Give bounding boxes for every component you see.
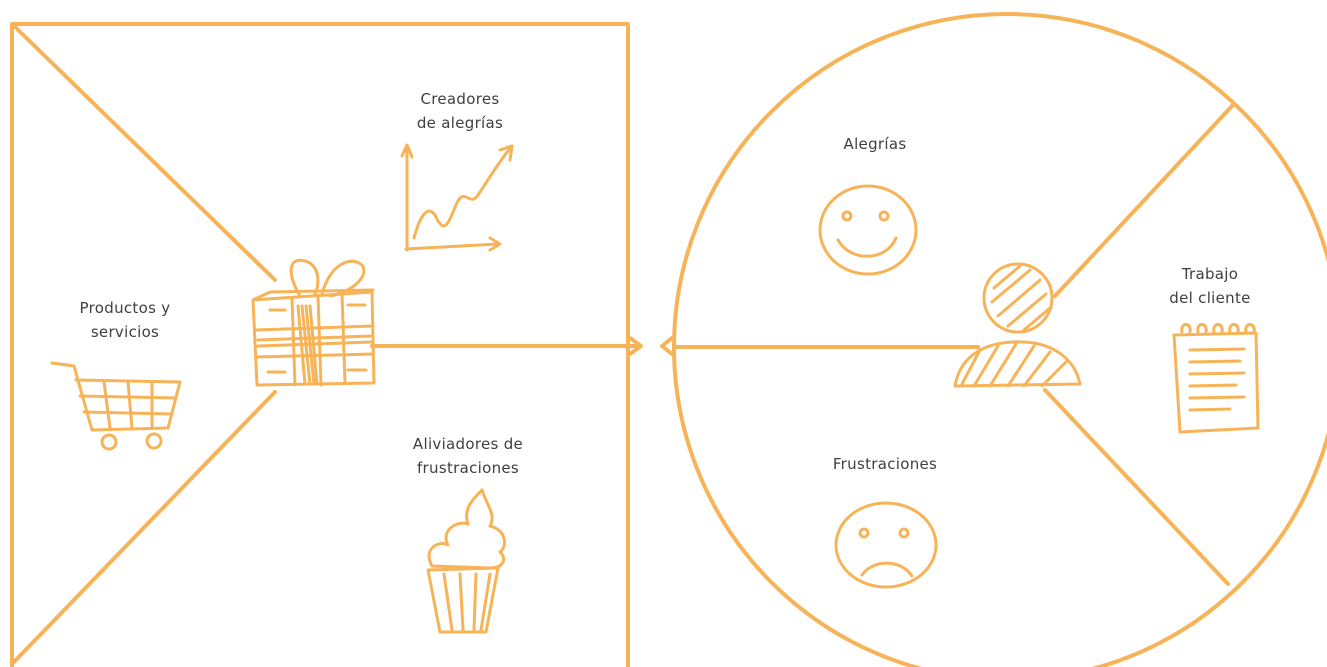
pain-relievers-label: Aliviadores de frustraciones: [388, 432, 548, 480]
gains-text: Alegrías: [843, 135, 907, 153]
customer-jobs-label: Trabajo del cliente: [1155, 262, 1265, 310]
pains-label: Frustraciones: [815, 452, 955, 476]
products-services-label: Productos y servicios: [60, 296, 190, 344]
growth-chart-icon: [400, 143, 514, 252]
products-services-line2: servicios: [90, 323, 160, 341]
value-map-square: [10, 22, 640, 667]
gain-creators-line1: Creadores: [420, 90, 500, 108]
gift-box-icon: [251, 258, 376, 387]
smiley-face-icon: [818, 184, 918, 276]
shopping-cart-icon: [50, 361, 182, 451]
cupcake-icon: [426, 488, 507, 634]
gain-creators-label: Creadores de alegrías: [395, 87, 525, 135]
products-services-line1: Productos y: [79, 299, 171, 317]
pains-text: Frustraciones: [832, 455, 938, 473]
pain-relievers-line2: frustraciones: [416, 459, 520, 477]
notepad-icon: [1172, 323, 1260, 434]
pain-relievers-line1: Aliviadores de: [412, 435, 524, 453]
double-arrow-icon: [628, 336, 674, 356]
customer-profile-circle: [672, 12, 1327, 667]
sad-face-icon: [834, 501, 938, 589]
customer-jobs-line2: del cliente: [1169, 289, 1251, 307]
person-icon: [953, 262, 1082, 388]
customer-jobs-line1: Trabajo: [1181, 265, 1239, 283]
gains-label: Alegrías: [815, 132, 935, 156]
gain-creators-line2: de alegrías: [416, 114, 504, 132]
